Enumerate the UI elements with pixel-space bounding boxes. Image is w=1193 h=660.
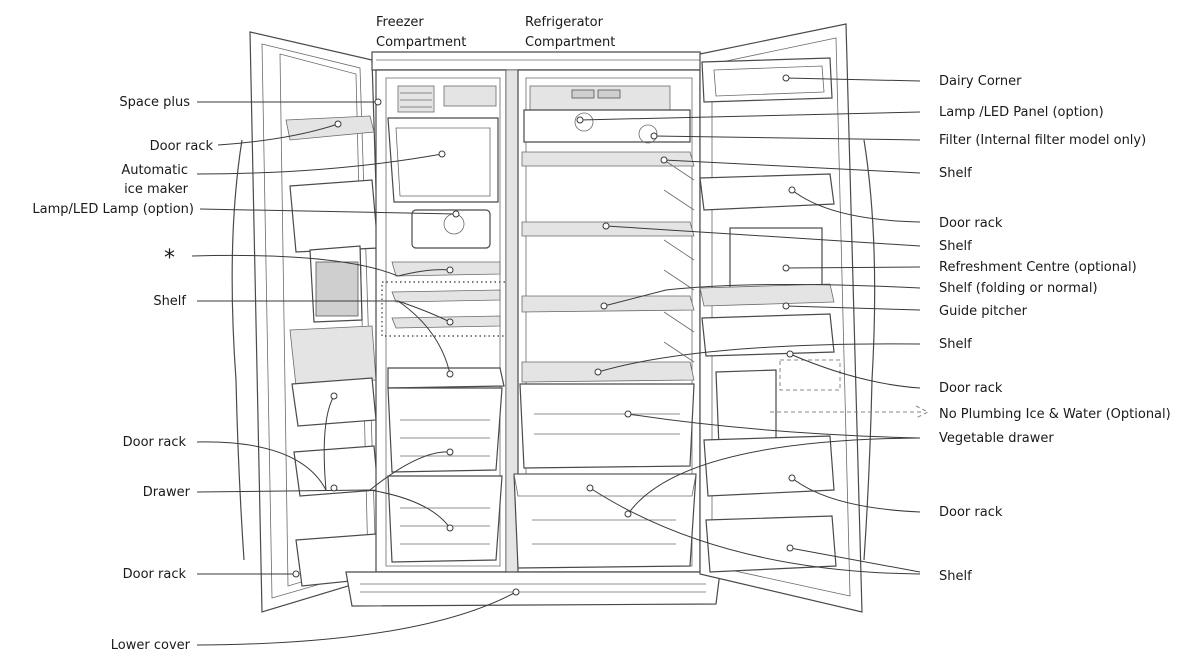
label-automatic-ice-maker-line1: Automatic: [121, 163, 188, 178]
label-freezer-line2: Compartment: [376, 35, 466, 50]
label-guide-pitcher: Guide pitcher: [939, 304, 1028, 319]
label-lamp-led-panel: Lamp /LED Panel (option): [939, 105, 1104, 120]
label-door-rack-right-2: Door rack: [939, 381, 1003, 396]
label-filter: Filter (Internal filter model only): [939, 133, 1146, 148]
label-no-plumbing: No Plumbing Ice & Water (Optional): [939, 407, 1171, 422]
label-dairy-corner: Dairy Corner: [939, 74, 1022, 89]
freezer-compartment: [376, 70, 508, 572]
label-refrigerator-line2: Compartment: [525, 35, 615, 50]
label-door-rack-left-1: Door rack: [150, 139, 214, 154]
left-labels: Space plus Door rack Automatic ice maker…: [32, 95, 213, 653]
label-refreshment-centre: Refreshment Centre (optional): [939, 260, 1137, 275]
refrigerator-illustration: [232, 24, 928, 612]
label-lamp-led-lamp: Lamp/LED Lamp (option): [32, 202, 194, 217]
label-shelf-right-1: Shelf: [939, 166, 972, 181]
label-automatic-ice-maker-line2: ice maker: [124, 182, 189, 197]
label-shelf-right-3: Shelf: [939, 337, 972, 352]
right-door: [700, 24, 862, 612]
label-freezer-line1: Freezer: [376, 15, 424, 30]
label-asterisk: *: [164, 246, 175, 271]
label-vegetable-drawer: Vegetable drawer: [939, 431, 1054, 446]
top-labels: Freezer Compartment Refrigerator Compart…: [376, 15, 615, 50]
refrigerator-compartment: [514, 70, 700, 572]
label-shelf-left: Shelf: [153, 294, 186, 309]
label-door-rack-right-3: Door rack: [939, 505, 1003, 520]
label-door-rack-left-2: Door rack: [123, 435, 187, 450]
right-labels: Dairy Corner Lamp /LED Panel (option) Fi…: [939, 74, 1171, 584]
label-door-rack-left-3: Door rack: [123, 567, 187, 582]
label-space-plus: Space plus: [119, 95, 190, 110]
label-door-rack-right-1: Door rack: [939, 216, 1003, 231]
label-shelf-right-2: Shelf: [939, 239, 972, 254]
label-lower-cover: Lower cover: [111, 638, 191, 653]
label-drawer: Drawer: [143, 485, 191, 500]
left-door: [250, 32, 388, 612]
label-shelf-right-4: Shelf: [939, 569, 972, 584]
label-refrigerator-line1: Refrigerator: [525, 15, 604, 30]
label-shelf-folding: Shelf (folding or normal): [939, 281, 1098, 296]
